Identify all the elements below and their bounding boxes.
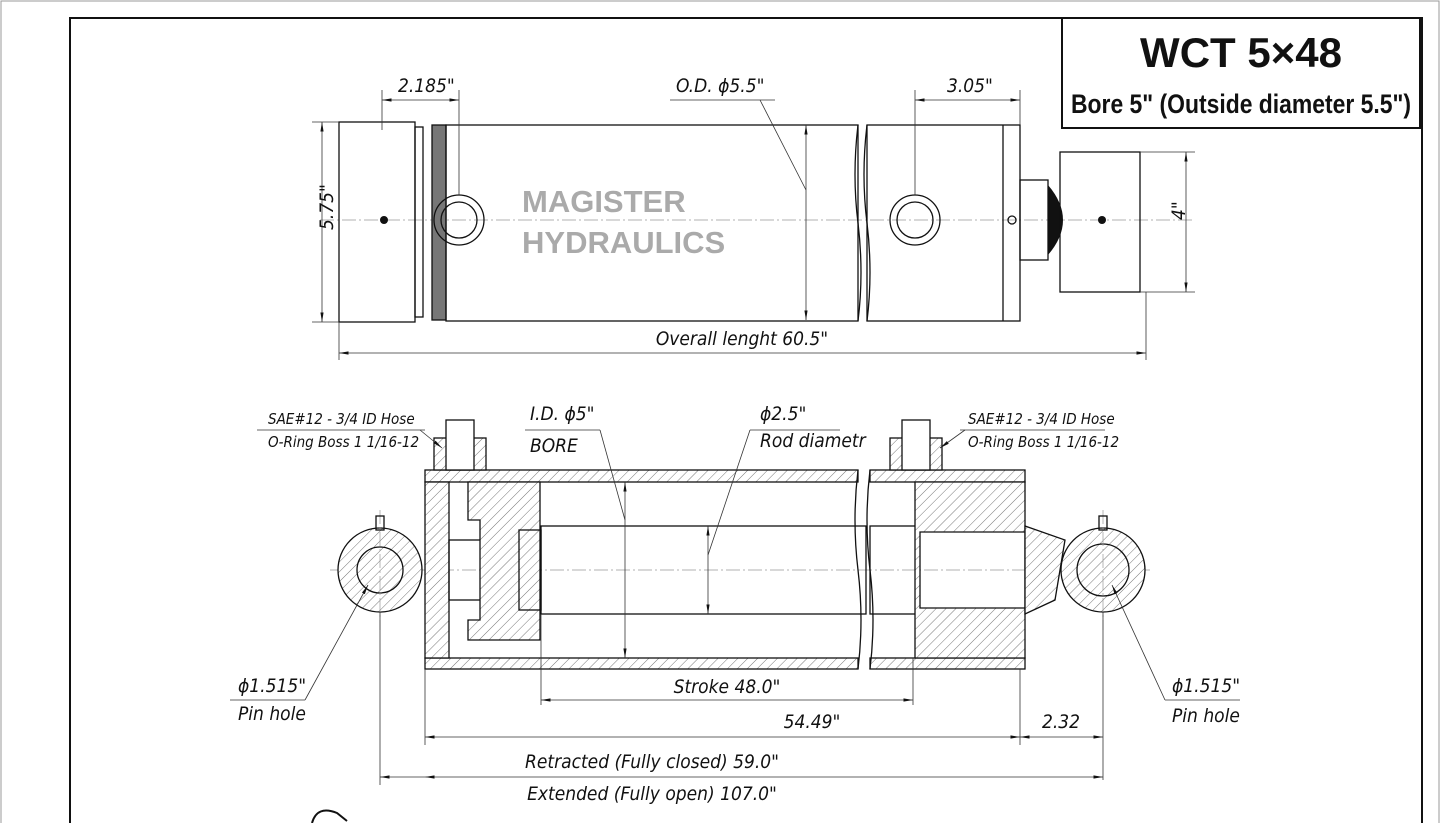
- bore-subtitle: Bore 5" (Outside diameter 5.5"): [1071, 89, 1411, 119]
- model-title: WCT 5×48: [1140, 29, 1342, 76]
- dim-barrel: 54.49": [784, 711, 841, 733]
- dim-retracted: Retracted (Fully closed) 59.0": [525, 751, 779, 773]
- partial-icon: [311, 809, 348, 823]
- bore-diameter: I.D. ϕ5": [530, 403, 595, 425]
- dim-port-offset-right: 3.05": [947, 75, 993, 97]
- dim-stroke: Stroke 48.0": [674, 676, 781, 698]
- section-view: SAE#12 - 3/4 ID Hose O-Ring Boss 1 1/16-…: [230, 403, 1240, 823]
- pin-left-label: Pin hole: [238, 703, 306, 725]
- bore-label: BORE: [530, 435, 578, 457]
- pin-right-label: Pin hole: [1172, 705, 1240, 727]
- dim-overall-length: Overall lenght 60.5": [656, 328, 828, 350]
- pin-left-diameter: ϕ1.515": [238, 675, 306, 697]
- rod-label: Rod diametr: [760, 430, 867, 452]
- port-right-thread: O-Ring Boss 1 1/16-12: [968, 433, 1119, 451]
- dim-outside-diameter: O.D. ϕ5.5": [676, 75, 764, 97]
- dim-clevis-height: 4": [1168, 201, 1190, 220]
- drawing-frame: [69, 17, 1423, 823]
- dim-rod-end: 2.32: [1042, 711, 1080, 733]
- port-right-spec: SAE#12 - 3/4 ID Hose: [968, 410, 1115, 428]
- pin-right-diameter: ϕ1.515": [1172, 675, 1240, 697]
- title-block: WCT 5×48 Bore 5" (Outside diameter 5.5"): [1061, 17, 1421, 129]
- port-left-thread: O-Ring Boss 1 1/16-12: [268, 433, 419, 451]
- watermark-line1: MAGISTER: [522, 184, 686, 219]
- port-left-spec: SAE#12 - 3/4 ID Hose: [268, 410, 415, 428]
- top-view: MAGISTER HYDRAULICS 2.185" O.D. ϕ5.5" 3.…: [312, 75, 1195, 360]
- rod-diameter: ϕ2.5": [760, 403, 806, 425]
- watermark-line2: HYDRAULICS: [522, 225, 725, 260]
- dim-port-offset-left: 2.185": [398, 75, 455, 97]
- dim-extended: Extended (Fully open) 107.0": [527, 783, 777, 805]
- dim-body-height: 5.75": [316, 184, 338, 230]
